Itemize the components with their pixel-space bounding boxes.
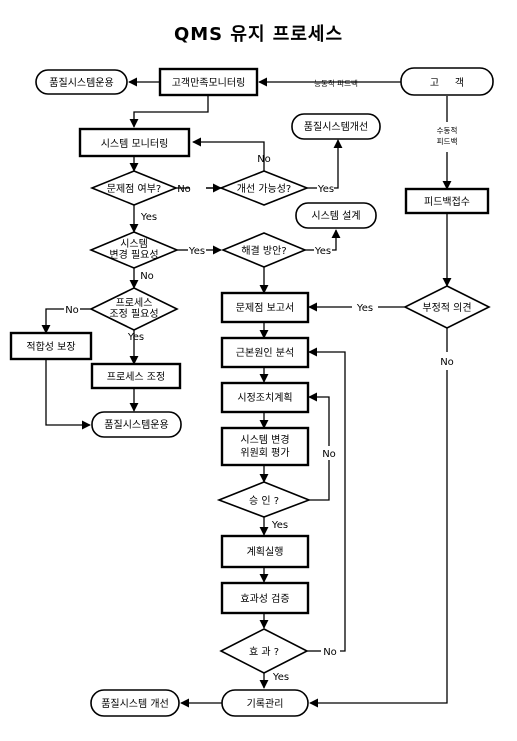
node-system-change-decision: 시스템 변경 필요성: [88, 231, 180, 269]
node-committee-evaluation: 시스템 변경 위원회 평가: [220, 426, 310, 467]
svg-text:조정 필요성: 조정 필요성: [109, 308, 158, 320]
node-problem-decision: 문제점 여부?: [89, 170, 179, 206]
svg-text:계획실행: 계획실행: [247, 546, 284, 558]
node-quality-improve-top: 품질시스템개선: [291, 113, 381, 140]
svg-text:승 인 ?: 승 인 ?: [249, 495, 279, 507]
node-conformity: 적합성 보장: [9, 331, 93, 361]
label-no-adjust: No: [65, 305, 79, 316]
svg-text:시스템: 시스템: [120, 238, 148, 250]
svg-text:효과성 검증: 효과성 검증: [240, 593, 289, 605]
svg-text:위원회 평가: 위원회 평가: [240, 446, 289, 459]
label-no-problem: No: [177, 184, 191, 195]
node-problem-report: 문제점 보고서: [220, 291, 310, 324]
svg-text:품질시스템 개선: 품질시스템 개선: [101, 698, 169, 710]
label-yes-problem: Yes: [140, 212, 157, 223]
label-passive-feedback-2: 피드백: [437, 136, 458, 146]
node-quality-ops-top: 품질시스템운용: [35, 69, 128, 95]
label-no-approve: No: [322, 449, 336, 460]
svg-text:피드백접수: 피드백접수: [424, 196, 470, 208]
svg-text:시정조치계획: 시정조치계획: [237, 392, 292, 404]
node-corrective-plan: 시정조치계획: [220, 381, 310, 414]
edge-labels: 능동적 피드백 수동적 피드백 No No Yes Yes Yes Yes No…: [65, 78, 457, 683]
svg-text:기록관리: 기록관리: [247, 698, 284, 710]
svg-text:품질시스템운용: 품질시스템운용: [104, 419, 168, 431]
label-yes-approve: Yes: [271, 520, 288, 531]
node-customer: 고 객: [400, 67, 494, 96]
node-root-cause: 근본원인 분석: [220, 336, 310, 369]
label-yes-solution: Yes: [314, 246, 331, 257]
node-approve-decision: 승 인 ?: [216, 481, 312, 518]
svg-text:부정적 의견: 부정적 의견: [422, 302, 471, 314]
label-yes-change: Yes: [188, 246, 205, 257]
svg-text:고 객: 고 객: [430, 77, 464, 89]
svg-text:해결 방안?: 해결 방안?: [241, 244, 286, 257]
node-improve-decision: 개선 가능성?: [218, 170, 310, 206]
node-verify: 효과성 검증: [220, 581, 310, 615]
svg-text:효 과 ?: 효 과 ?: [249, 646, 279, 658]
svg-text:시스템 모니터링: 시스템 모니터링: [101, 138, 169, 150]
label-no-effect: No: [323, 647, 337, 658]
node-records: 기록관리: [221, 689, 309, 717]
svg-text:시스템 변경: 시스템 변경: [240, 433, 289, 446]
node-process-adjust-decision: 프로세스 조정 필요성: [89, 287, 179, 331]
node-feedback-received: 피드백접수: [404, 187, 490, 215]
node-customer-monitoring: 고객만족모니터링: [158, 67, 259, 97]
svg-text:적합성 보장: 적합성 보장: [26, 341, 75, 353]
label-active-feedback: 능동적 피드백: [314, 78, 358, 88]
node-quality-ops-mid: 품질시스템운용: [91, 411, 182, 438]
svg-text:프로세스 조정: 프로세스 조정: [107, 371, 165, 383]
svg-text:품질시스템운용: 품질시스템운용: [49, 77, 113, 89]
svg-text:개선 가능성?: 개선 가능성?: [237, 183, 292, 195]
node-quality-improve-bottom: 품질시스템 개선: [90, 689, 180, 717]
label-yes-negative: Yes: [356, 303, 373, 314]
label-no-negative: No: [440, 357, 454, 368]
label-no-improve: No: [257, 154, 271, 165]
page-title: QMS 유지 프로세스: [173, 24, 344, 45]
svg-text:프로세스: 프로세스: [116, 297, 153, 309]
svg-text:고객만족모니터링: 고객만족모니터링: [172, 77, 246, 89]
label-passive-feedback-1: 수동적: [437, 125, 458, 135]
svg-text:근본원인 분석: 근본원인 분석: [236, 347, 294, 359]
svg-text:변경 필요성: 변경 필요성: [109, 248, 158, 261]
label-yes-adjust: Yes: [127, 332, 144, 343]
svg-text:시스템 설계: 시스템 설계: [311, 210, 360, 222]
node-process-adjust: 프로세스 조정: [90, 362, 182, 390]
svg-text:문제점 보고서: 문제점 보고서: [236, 302, 294, 314]
node-system-monitoring: 시스템 모니터링: [78, 127, 191, 158]
svg-text:문제점 여부?: 문제점 여부?: [107, 183, 162, 195]
node-system-design: 시스템 설계: [295, 202, 377, 229]
label-no-change: No: [140, 271, 154, 282]
node-effect-decision: 효 과 ?: [219, 628, 309, 674]
node-negative-decision: 부정적 의견: [403, 285, 491, 329]
label-yes-improve: Yes: [317, 184, 334, 195]
label-yes-effect: Yes: [272, 672, 289, 683]
svg-text:품질시스템개선: 품질시스템개선: [304, 121, 368, 133]
node-solution-decision: 해결 방안?: [220, 232, 308, 268]
node-execute-plan: 계획실행: [220, 534, 310, 569]
